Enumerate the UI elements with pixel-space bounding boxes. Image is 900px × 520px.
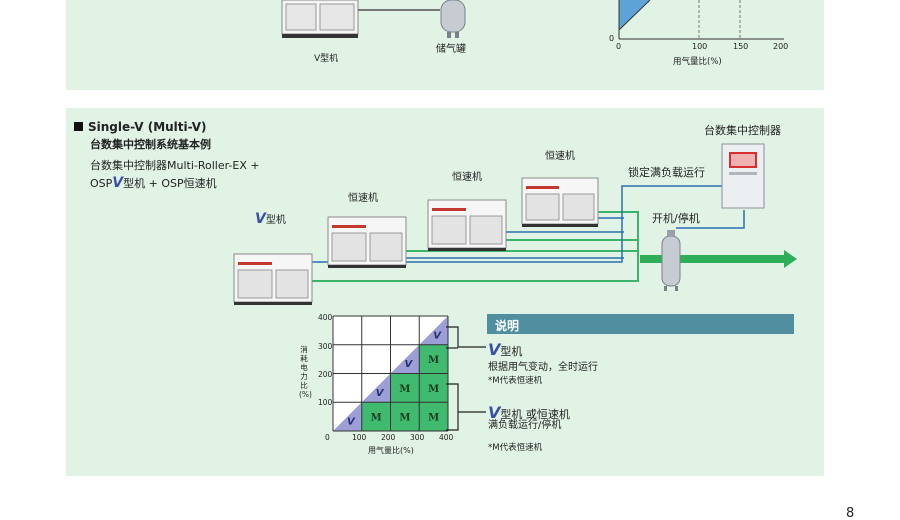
legend-item2-title: V型机 或恒速机 <box>488 403 570 422</box>
y-tick-label: 100 <box>318 398 333 407</box>
heatmap-cell-m <box>390 373 420 403</box>
v-machine-diagram-label: V型机 <box>255 211 286 227</box>
heatmap-cell-m <box>419 402 448 431</box>
y-tick-label: 300 <box>318 342 333 351</box>
cell-label-v: V <box>404 359 413 370</box>
fixed-speed-compressor-3-image <box>521 177 599 227</box>
tank-label: 储气罐 <box>436 44 466 55</box>
y-tick-label: 200 <box>318 370 333 379</box>
cell-label-v: V <box>376 388 385 399</box>
legend-item1-note: *M代表恒速机 <box>488 376 543 386</box>
top-chart-xlabel: 用气量比(%) <box>673 57 722 67</box>
full-load-label: 锁定满负载运行 <box>628 166 705 179</box>
v-mark-icon: V <box>488 403 501 422</box>
controller-label: 台数集中控制器 <box>704 124 781 137</box>
fixed-speed-compressor-2-image <box>427 199 507 251</box>
cell-label-m: M <box>428 355 439 366</box>
heatmap-cell-v <box>333 402 362 431</box>
legend-item2-desc: 满负载运行/停机 <box>488 420 562 431</box>
legend-title-bar: 说明 <box>487 314 794 334</box>
tank-top-image <box>440 0 466 38</box>
on-off-label: 开机/停机 <box>652 212 700 225</box>
bullet-square-icon <box>74 122 83 131</box>
heatmap-cell-v <box>361 373 391 403</box>
cell-label-m: M <box>399 384 410 395</box>
y-tick-label: 400 <box>318 313 333 322</box>
cell-label-v: V <box>347 417 356 428</box>
heatmap-cell-v <box>390 344 420 374</box>
v-compressor-top-image <box>281 0 359 38</box>
fixed-speed-label: 恒速机 <box>348 193 378 204</box>
heatmap-cell-m <box>361 402 391 431</box>
top-chart-x-tick: 150 <box>733 42 749 51</box>
cell-label-m: M <box>399 413 410 424</box>
top-chart-y-zero: 0 <box>609 34 615 43</box>
legend-title: 说明 <box>495 319 520 333</box>
cell-label-m: M <box>428 413 439 424</box>
x-tick-label: 300 <box>410 433 425 442</box>
legend-item1-title: V型机 <box>488 340 523 359</box>
v-machine-label: V型机 <box>314 54 339 64</box>
v-mark-icon: V <box>112 175 124 191</box>
chart-xlabel: 用气量比(%) <box>368 446 414 455</box>
heatmap-cell-m <box>419 344 448 374</box>
x-tick-label: 400 <box>439 433 454 442</box>
top-chart-x-tick: 100 <box>692 42 708 51</box>
fixed-speed-label: 恒速机 <box>545 151 575 162</box>
section-title: Single-V (Multi-V) <box>74 120 207 134</box>
top-chart-x-tick: 200 <box>773 42 789 51</box>
v-mark-icon: V <box>488 340 501 359</box>
x-tick-label: 0 <box>325 433 330 442</box>
heatmap-cell-m <box>390 402 420 431</box>
fixed-speed-label: 恒速机 <box>452 172 482 183</box>
section-subtitle: 台数集中控制系统基本例 <box>90 138 211 151</box>
legend-item1-desc: 根据用气变动，全时运行 <box>488 362 598 373</box>
cell-label-m: M <box>371 413 382 424</box>
top-chart <box>618 0 784 40</box>
cell-label-m: M <box>428 384 439 395</box>
signal-lines <box>312 185 745 263</box>
chart-ylabel: 消耗电力比(%) <box>299 345 312 399</box>
output-arrow <box>640 250 797 268</box>
heatmap-cell-m <box>419 373 448 403</box>
fixed-speed-compressor-1-image <box>327 216 407 268</box>
air-tank-image <box>661 230 681 291</box>
system-desc-line2: OSPV型机 + OSP恒速机 <box>90 175 217 191</box>
v-compressor-image <box>233 253 313 305</box>
heatmap-cell-v <box>419 316 448 345</box>
central-controller-image <box>721 143 765 209</box>
v-mark-icon: V <box>255 211 266 227</box>
page-number: 8 <box>846 506 855 520</box>
cell-label-v: V <box>433 330 442 341</box>
x-tick-label: 100 <box>352 433 367 442</box>
legend-item2-note: *M代表恒速机 <box>488 443 543 453</box>
x-tick-label: 200 <box>381 433 396 442</box>
top-chart-x-tick: 0 <box>616 42 622 51</box>
system-desc-line1: 台数集中控制器Multi-Roller-EX + <box>90 159 260 172</box>
